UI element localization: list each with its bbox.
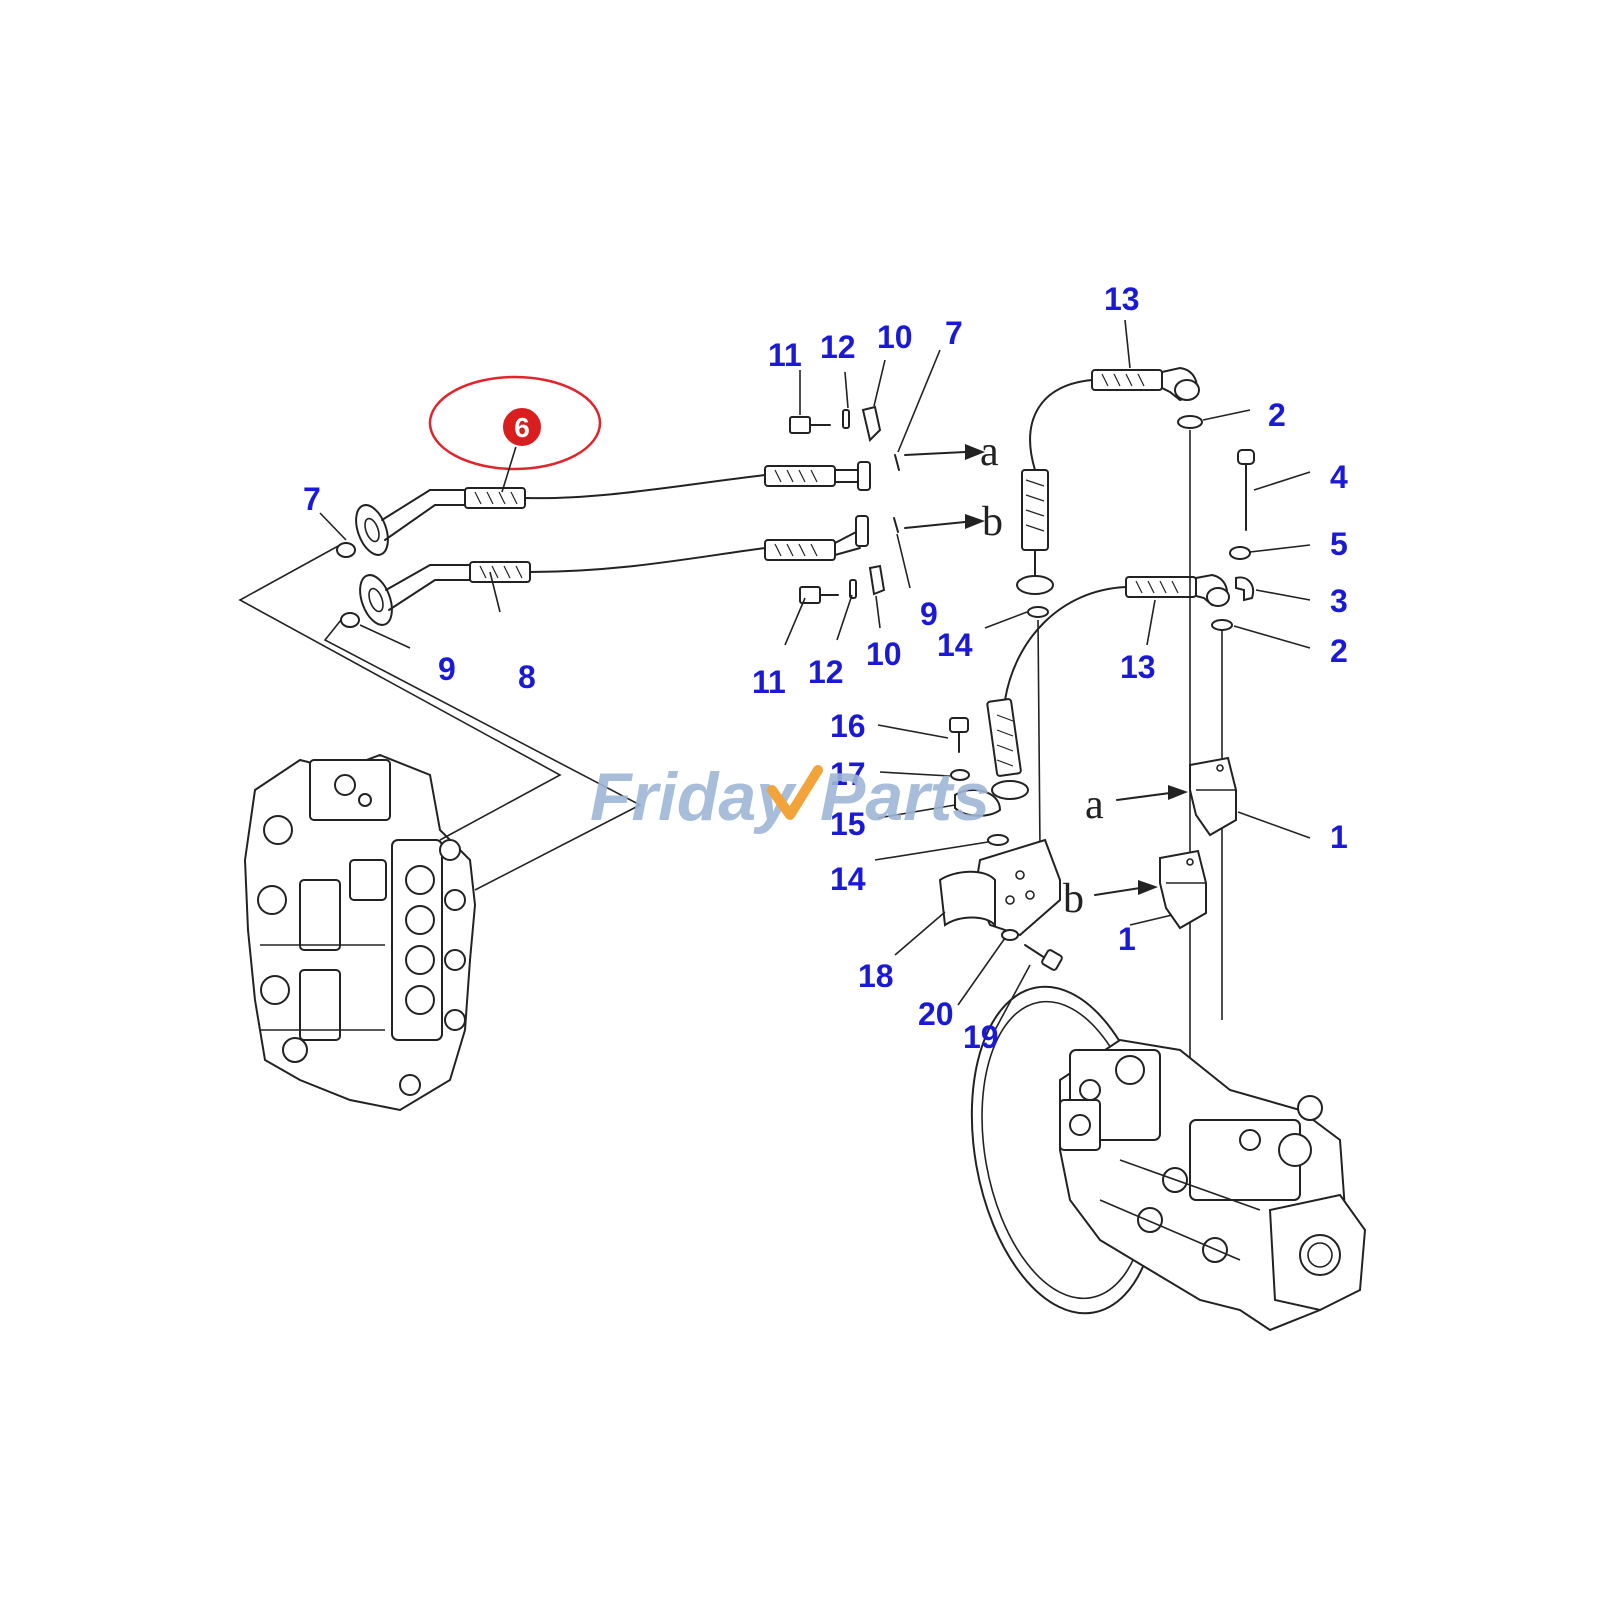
svg-text:Friday: Friday xyxy=(590,759,797,835)
o-ring-14-top xyxy=(1027,606,1049,618)
arrow-a-top xyxy=(904,451,966,456)
label-12-top: 12 xyxy=(820,329,856,365)
label-4: 4 xyxy=(1330,459,1348,495)
hose-6 xyxy=(355,461,871,556)
connector-block-1-top xyxy=(1189,756,1237,837)
control-valve-assembly xyxy=(243,753,477,1112)
label-14-bot: 14 xyxy=(830,861,866,897)
o-ring-9-left xyxy=(340,612,360,628)
letter-a-top: a xyxy=(980,429,999,475)
label-17: 17 xyxy=(830,756,866,792)
fasteners-top xyxy=(789,405,900,471)
clamp-3 xyxy=(1235,576,1254,602)
label-1-bot: 1 xyxy=(1118,921,1136,957)
washer-17 xyxy=(950,769,970,781)
label-13-top: 13 xyxy=(1104,281,1140,317)
label-9-mid: 9 xyxy=(920,596,938,632)
label-20: 20 xyxy=(918,996,954,1032)
washer-5 xyxy=(1229,546,1251,560)
bolt-4 xyxy=(1237,449,1255,531)
highlight-badge xyxy=(501,406,543,448)
highlight-ring xyxy=(428,375,602,471)
label-18: 18 xyxy=(858,958,894,994)
label-13-mid: 13 xyxy=(1120,649,1156,685)
o-ring-2-top xyxy=(1177,415,1203,429)
o-ring-14-bot xyxy=(987,834,1009,846)
letter-a-right: a xyxy=(1085,782,1104,828)
svg-text:Parts: Parts xyxy=(820,759,990,835)
watermark-logo: Friday Parts xyxy=(590,759,990,835)
leader-valve-hose-9 xyxy=(323,614,642,891)
label-15: 15 xyxy=(830,806,866,842)
washer-20 xyxy=(1001,929,1019,941)
label-1-top: 1 xyxy=(1330,819,1348,855)
o-ring-2-mid xyxy=(1211,619,1233,631)
label-10-bot: 10 xyxy=(866,636,902,672)
label-2-mid: 2 xyxy=(1330,633,1348,669)
part-labels: 7 9 8 11 12 10 7 9 11 12 10 14 13 2 4 5 … xyxy=(303,281,1348,1055)
bolt-19 xyxy=(1024,944,1063,971)
label-8: 8 xyxy=(518,659,536,695)
label-11-top: 11 xyxy=(768,337,802,373)
hose-8 xyxy=(359,515,869,626)
label-9-left: 9 xyxy=(438,651,456,687)
label-7-top: 7 xyxy=(945,315,963,351)
letter-b-top: b xyxy=(982,499,1003,545)
leader-lines xyxy=(319,319,1311,1031)
o-ring-7-left xyxy=(336,542,356,558)
label-3: 3 xyxy=(1330,583,1348,619)
main-pump-assembly xyxy=(970,985,1367,1332)
label-16: 16 xyxy=(830,708,866,744)
label-19: 19 xyxy=(963,1019,999,1055)
label-7-left: 7 xyxy=(303,481,321,517)
label-11-bot: 11 xyxy=(752,664,786,700)
label-14-top: 14 xyxy=(937,627,973,663)
clamp-15 xyxy=(954,789,1002,817)
hose-13-mid xyxy=(986,573,1230,800)
label-2-top: 2 xyxy=(1268,397,1286,433)
label-10-top: 10 xyxy=(877,319,913,355)
bolt-16 xyxy=(949,717,969,753)
fasteners-bottom xyxy=(799,517,899,604)
hose-13-top xyxy=(1016,366,1200,595)
leader-valve-hose-7 xyxy=(238,544,562,841)
connector-block-1-bot xyxy=(1159,849,1207,930)
bracket-18 xyxy=(938,838,1061,937)
letter-b-right: b xyxy=(1063,876,1084,922)
label-5: 5 xyxy=(1330,526,1348,562)
highlight-label: 6 xyxy=(514,412,530,443)
label-12-bot: 12 xyxy=(808,654,844,690)
